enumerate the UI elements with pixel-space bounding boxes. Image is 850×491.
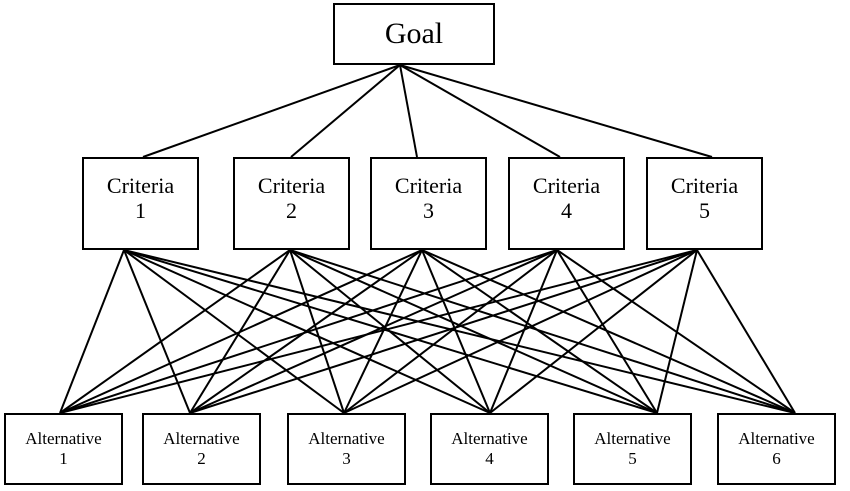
criteria-4-name: Criteria: [532, 173, 601, 198]
edge-criteria-5-alternative-3: [343, 249, 698, 414]
edge-criteria-2-alternative-1: [59, 249, 291, 414]
alternative-6-number: 6: [772, 449, 781, 468]
edge-criteria-4-alternative-2: [189, 249, 558, 414]
edge-criteria-1-alternative-2: [123, 249, 191, 414]
edge-criteria-1-alternative-3: [123, 249, 345, 414]
criteria-5-name: Criteria: [670, 173, 739, 198]
alternative-3-number: 3: [342, 449, 351, 468]
edge-criteria-5-alternative-4: [489, 249, 698, 414]
edge-criteria-3-alternative-3: [343, 249, 423, 414]
alternative-2-name: Alternative: [163, 429, 240, 449]
criteria-3-number: 3: [423, 198, 434, 224]
goal-label: Goal: [384, 16, 444, 50]
criteria-box-4: Criteria 4: [508, 157, 625, 250]
criteria-1-number: 1: [135, 198, 146, 224]
edge-criteria-2-alternative-3: [289, 249, 345, 414]
alternative-box-1: Alternative 1: [4, 413, 123, 485]
edge-criteria-3-alternative-5: [421, 249, 658, 414]
edge-criteria-3-alternative-1: [59, 249, 423, 414]
alternative-3-name: Alternative: [308, 429, 385, 449]
edge-criteria-2-alternative-6: [289, 249, 796, 414]
alternative-5-name: Alternative: [594, 429, 671, 449]
edge-criteria-4-alternative-1: [59, 249, 558, 414]
criteria-1-name: Criteria: [106, 173, 175, 198]
criteria-2-name: Criteria: [257, 173, 326, 198]
criteria-box-1: Criteria 1: [82, 157, 199, 250]
edge-criteria-4-alternative-5: [556, 249, 658, 414]
criteria-4-number: 4: [561, 198, 572, 224]
alternative-4-name: Alternative: [451, 429, 528, 449]
edge-goal-criteria-3: [399, 64, 418, 158]
alternative-box-4: Alternative 4: [430, 413, 549, 485]
alternative-box-6: Alternative 6: [717, 413, 836, 485]
edge-criteria-1-alternative-1: [59, 249, 125, 414]
edge-criteria-1-alternative-6: [123, 249, 796, 414]
criteria-3-name: Criteria: [394, 173, 463, 198]
edge-criteria-2-alternative-5: [289, 249, 658, 414]
edge-criteria-2-alternative-4: [289, 249, 491, 414]
alternative-5-number: 5: [628, 449, 637, 468]
edge-criteria-3-alternative-4: [421, 249, 491, 414]
criteria-box-2: Criteria 2: [233, 157, 350, 250]
edge-goal-criteria-2: [290, 64, 401, 158]
alternative-1-number: 1: [59, 449, 68, 468]
alternative-4-number: 4: [485, 449, 494, 468]
alternative-6-name: Alternative: [738, 429, 815, 449]
alternative-box-3: Alternative 3: [287, 413, 406, 485]
alternative-1-name: Alternative: [25, 429, 102, 449]
alternative-2-number: 2: [197, 449, 206, 468]
edge-criteria-4-alternative-3: [343, 249, 558, 414]
alternative-box-5: Alternative 5: [573, 413, 692, 485]
edge-criteria-4-alternative-4: [489, 249, 558, 414]
edge-criteria-5-alternative-6: [696, 249, 796, 414]
edge-goal-criteria-1: [142, 64, 401, 158]
edge-goal-criteria-4: [399, 64, 561, 158]
criteria-2-number: 2: [286, 198, 297, 224]
alternative-box-2: Alternative 2: [142, 413, 261, 485]
criteria-box-5: Criteria 5: [646, 157, 763, 250]
criteria-box-3: Criteria 3: [370, 157, 487, 250]
edge-criteria-5-alternative-5: [656, 249, 698, 414]
edge-criteria-5-alternative-1: [59, 249, 698, 414]
goal-box: Goal: [333, 3, 495, 65]
edge-criteria-3-alternative-6: [421, 249, 796, 414]
edge-criteria-5-alternative-2: [189, 249, 698, 414]
criteria-5-number: 5: [699, 198, 710, 224]
edge-goal-criteria-5: [399, 64, 713, 158]
